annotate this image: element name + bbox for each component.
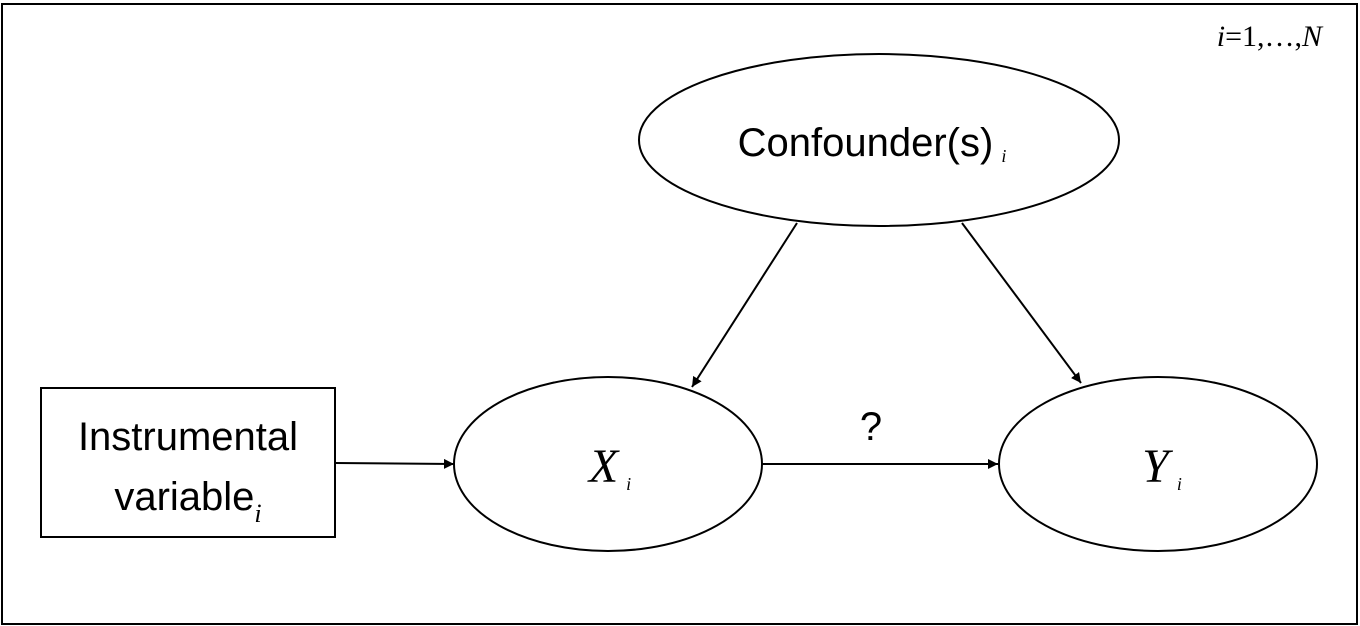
node-confounder: Confounder(s)i <box>638 53 1120 227</box>
y-ellipse <box>998 376 1318 552</box>
edge-instrument-to-x <box>334 458 455 469</box>
plate-index-label: i=1,…,N <box>1217 20 1324 53</box>
plate-frame <box>1 3 1358 625</box>
edge-x-to-y-label: ? <box>860 405 882 449</box>
edge-confounder-to-x <box>691 222 798 388</box>
instrument-label-line1: Instrumental <box>78 415 298 459</box>
confounder-ellipse <box>638 53 1120 227</box>
instrument-box <box>40 387 336 538</box>
confounder-label: Confounder(s)i <box>738 121 1007 166</box>
instrument-label-line2: variablei <box>114 475 261 528</box>
edge-confounder-to-y <box>961 222 1082 384</box>
node-instrumental-variable: Instrumental variablei <box>40 387 336 538</box>
